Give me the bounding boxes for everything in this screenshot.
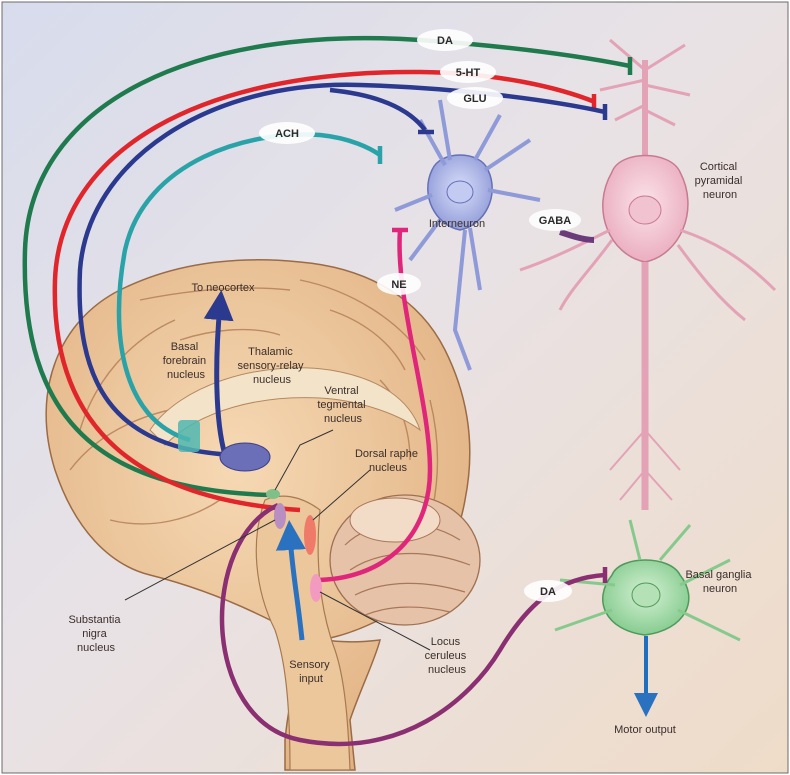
locus-ceruleus-mark	[310, 574, 322, 602]
leader-ventral-tegmental	[274, 429, 334, 491]
thalamic-nucleus	[219, 442, 271, 472]
label-locus-ceruleus: Locus ceruleus nucleus	[425, 636, 470, 676]
svg-text:5-HT: 5-HT	[456, 67, 481, 79]
label-interneuron: Interneuron	[429, 218, 485, 230]
dorsal-raphe-nucleus-mark	[304, 515, 316, 555]
label-cortical-pyramidal: Cortical pyramidal neuron	[695, 161, 746, 201]
substantia-nigra-mark	[274, 503, 286, 529]
arrow-to-neocortex	[203, 290, 234, 456]
nt-label-glu: GLU	[447, 87, 503, 109]
label-sensory-input: Sensory input	[289, 659, 332, 685]
nt-label-da-bottom: DA	[524, 580, 572, 602]
pathway-ne	[314, 229, 433, 583]
pathway-gaba	[559, 229, 595, 243]
label-thalamic: Thalamic sensory-relay nucleus	[237, 346, 306, 386]
label-ventral-tegmental: Ventral tegmental nucleus	[317, 385, 368, 425]
nt-label-ach: ACH	[259, 122, 315, 144]
svg-text:GLU: GLU	[463, 93, 486, 105]
basal-ganglia-neuron	[554, 519, 741, 642]
svg-text:NE: NE	[391, 279, 406, 291]
svg-text:DA: DA	[437, 35, 453, 47]
svg-text:ACH: ACH	[275, 128, 299, 140]
svg-text:GABA: GABA	[539, 215, 571, 227]
nt-label-ne: NE	[377, 273, 421, 295]
pathway-glu-branch	[329, 87, 427, 132]
label-basal-ganglia: Basal ganglia neuron	[685, 569, 754, 595]
pathway-ach	[116, 132, 382, 443]
label-motor-output: Motor output	[614, 724, 676, 736]
label-basal-forebrain: Basal forebrain nucleus	[163, 341, 209, 381]
leader-dorsal-raphe	[312, 469, 371, 521]
pathway-da-basal-ganglia	[219, 502, 606, 747]
label-dorsal-raphe: Dorsal raphe nucleus	[355, 448, 421, 474]
label-to-neocortex: To neocortex	[192, 282, 255, 294]
leader-substantia-nigra	[124, 519, 276, 601]
cortical-pyramidal-neuron	[519, 38, 777, 510]
label-substantia-nigra: Substantia nigra nucleus	[68, 614, 123, 654]
svg-text:DA: DA	[540, 586, 556, 598]
nt-label-da: DA	[417, 29, 473, 51]
interneuron	[394, 99, 541, 371]
leader-locus-ceruleus	[319, 591, 431, 651]
pathway-da	[22, 35, 631, 498]
nt-label-gaba: GABA	[529, 209, 581, 231]
nt-label-5ht: 5-HT	[440, 61, 496, 83]
ventral-tegmental-nucleus-mark	[266, 489, 280, 499]
basal-forebrain-nucleus	[178, 420, 200, 452]
arrow-sensory-input	[275, 520, 306, 641]
